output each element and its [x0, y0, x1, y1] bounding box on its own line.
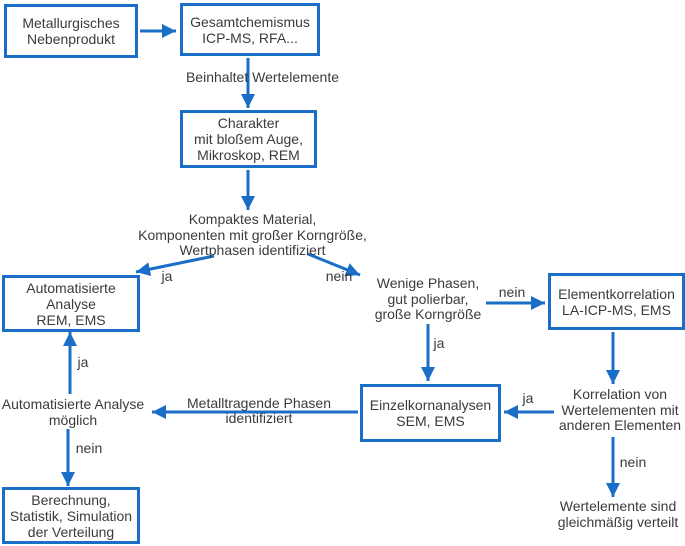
node-automatisierte-analyse: Automatisierte Analyse REM, EMS [2, 275, 140, 332]
arrow-kompaktes-ja-to-automatisierte [135, 254, 215, 277]
node-metallurgisches-nebenprodukt: Metallurgisches Nebenprodukt [4, 4, 138, 58]
node-gesamtchemismus: Gesamtchemismus ICP-MS, RFA... [180, 3, 320, 56]
label-ja-korrelation-to-einzelkorn: ja [522, 390, 534, 406]
label-ja-moeglich-up: ja [77, 354, 89, 370]
label-nein-moeglich-down: nein [75, 440, 103, 456]
text-korrelation-wertelemente: Korrelation von Wertelementen mit andere… [558, 386, 682, 433]
label-nein-branch-right: nein [325, 268, 353, 284]
text-automatisierte-analyse-moeglich: Automatisierte Analyse möglich [1, 396, 145, 428]
label-nein-korrelation-down: nein [619, 454, 647, 470]
text-wenige-phasen: Wenige Phasen, gut polierbar, große Korn… [374, 275, 482, 322]
label-beinhaltet-wertelemente: Beinhaltet Wertelemente [185, 69, 340, 85]
label-nein-to-elementkorrelation: nein [498, 284, 526, 300]
text-wertelemente-verteilt: Wertelemente sind gleichmäßig verteilt [557, 498, 679, 530]
text-kompaktes-material: Kompaktes Material, Komponenten mit groß… [138, 211, 367, 258]
label-metalltragende-phasen: Metalltragende Phasen identifiziert [187, 395, 331, 426]
node-elementkorrelation: Elementkorrelation LA-ICP-MS, EMS [548, 273, 685, 330]
node-berechnung-statistik: Berechnung, Statistik, Simulation der Ve… [2, 487, 140, 544]
node-einzelkornanalysen: Einzelkornanalysen SEM, EMS [360, 384, 501, 442]
node-charakter: Charakter mit bloßem Auge, Mikroskop, RE… [180, 110, 317, 168]
arrow-kompaktes-nein-to-wenige [307, 252, 361, 277]
label-ja-wenige-down: ja [433, 335, 445, 351]
label-ja-branch-left: ja [161, 268, 173, 284]
